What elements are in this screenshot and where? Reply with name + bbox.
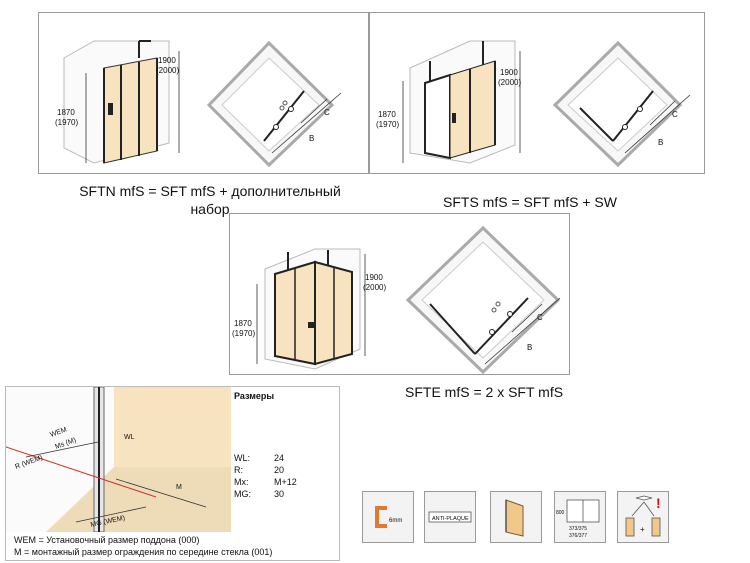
assembly-plus: +: [640, 525, 645, 534]
dims-label-3: 376/377: [569, 533, 587, 539]
label-wl: WL: [124, 434, 135, 441]
badge-door-panel: [490, 491, 542, 543]
warning-mark: !: [656, 495, 661, 511]
sftn-h-glass-alt: (1970): [55, 118, 78, 127]
sftn-label-b: B: [309, 134, 314, 143]
sftn-h-total: 1900: [158, 56, 176, 65]
dimensions-icon: 800 373/375 376/377: [556, 499, 600, 539]
caption-sfte: SFTE mfS = 2 x SFT mfS: [405, 384, 564, 400]
panel-sftn: 1870 (1970) 1900 (2000) B C: [38, 12, 369, 174]
size-val-mx: M+12: [274, 477, 297, 487]
sftn-label-c: C: [324, 108, 330, 117]
size-val-wl: 24: [274, 453, 285, 463]
sftn-drawing: 1870 (1970) 1900 (2000) B C: [55, 40, 342, 168]
sizes-title: Размеры: [234, 391, 275, 401]
detail-drawing: WEM Ms (M) R (WEM) WL M MG (WEM): [6, 387, 231, 532]
badge-assembly: + !: [617, 491, 669, 543]
panel-sfte: 1870 (1970) 1900 (2000) B C: [229, 213, 570, 375]
sfte-h-glass-alt: (1970): [232, 329, 255, 338]
glass-thickness-icon: 6mm: [375, 506, 402, 528]
panel-detail: WEM Ms (M) R (WEM) WL M MG (WEM) Размеры…: [5, 386, 340, 561]
glass-thickness-label: 6mm: [389, 518, 402, 524]
sfte-h-glass: 1870: [234, 319, 252, 328]
panel-sfts: 1870 (1970) 1900 (2000) B C: [369, 12, 705, 174]
sfts-h-glass: 1870: [378, 110, 396, 119]
sfte-h-total-alt: (2000): [363, 283, 386, 292]
dims-label-2: 373/375: [569, 526, 587, 532]
sfte-drawing: 1870 (1970) 1900 (2000) B C: [232, 225, 561, 375]
badge-anti-plaque: ANTI-PLAQUE: [424, 491, 476, 543]
size-key-mx: Mx:: [234, 477, 249, 487]
sfts-h-total: 1900: [500, 68, 518, 77]
door-panel-icon: [505, 499, 524, 537]
assembly-icon: + !: [625, 495, 661, 537]
sftn-h-glass: 1870: [57, 108, 75, 117]
size-key-mg: MG:: [234, 489, 251, 499]
sfte-label-c: C: [537, 313, 543, 322]
sfte-h-total: 1900: [365, 273, 383, 282]
size-val-r: 20: [274, 465, 285, 475]
size-key-wl: WL:: [234, 453, 251, 463]
sfte-label-b: B: [527, 343, 532, 352]
badge-glass-thickness: 6mm: [362, 491, 414, 543]
sfts-drawing: 1870 (1970) 1900 (2000) B C: [376, 40, 691, 168]
size-val-mg: 30: [274, 489, 285, 499]
sfts-h-total-alt: (2000): [498, 78, 521, 87]
dims-label-1: 800: [556, 510, 565, 516]
badge-dimensions: 800 373/375 376/377: [554, 491, 606, 543]
sfts-label-c: C: [672, 110, 678, 119]
size-key-r: R:: [234, 465, 243, 475]
note-wem: WEM = Установочный размер поддона (000): [14, 535, 200, 545]
anti-plaque-icon: ANTI-PLAQUE: [428, 511, 472, 523]
caption-sfts: SFTS mfS = SFT mfS + SW: [443, 194, 617, 210]
note-m: M = монтажный размер ограждения по серед…: [14, 547, 273, 557]
sfts-h-glass-alt: (1970): [376, 120, 399, 129]
anti-plaque-label: ANTI-PLAQUE: [432, 516, 469, 522]
sftn-h-total-alt: (2000): [156, 66, 179, 75]
sfts-label-b: B: [658, 138, 663, 147]
label-m: M: [176, 484, 182, 491]
caption-sftn: SFTN mfS = SFT mfS + дополнительный набо…: [79, 183, 341, 217]
